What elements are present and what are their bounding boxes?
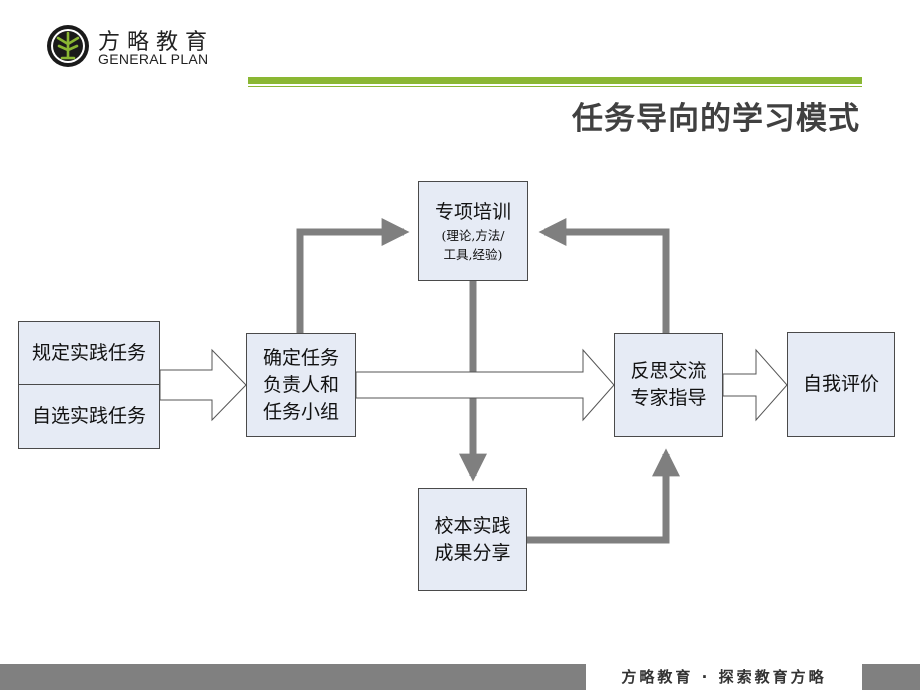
brand-logo: 方略教育 GENERAL PLAN: [46, 22, 246, 72]
node-confirm-team-label: 确定任务 负责人和 任务小组: [262, 346, 339, 423]
header-rule: [248, 77, 862, 84]
node-task-chosen: 自选实践任务: [18, 384, 160, 449]
block-arrow-tasks-to-confirm: [159, 348, 247, 422]
header-rule-thin: [248, 86, 862, 87]
node-share-label: 校本实践 成果分享: [434, 514, 511, 564]
brand-name-en: GENERAL PLAN: [98, 51, 209, 67]
brand-emblem-icon: [47, 25, 89, 67]
footer-slogan: 方略教育 · 探索教育方略: [586, 664, 862, 690]
node-task-defined: 规定实践任务: [18, 321, 160, 385]
arrow-confirm-to-training: [296, 218, 410, 333]
node-share: 校本实践 成果分享: [418, 488, 527, 591]
slide-title: 任务导向的学习模式: [572, 101, 860, 137]
node-training: 专项培训 (理论,方法/ 工具,经验): [418, 181, 528, 281]
node-reflect-label: 反思交流 专家指导: [630, 360, 707, 409]
node-self-evaluation: 自我评价: [787, 332, 895, 437]
footer-bar-end: [862, 664, 920, 690]
block-arrow-confirm-to-reflect: [355, 348, 615, 422]
node-self-evaluation-label: 自我评价: [802, 373, 879, 395]
node-training-label: 专项培训: [434, 200, 511, 223]
node-task-defined-label: 规定实践任务: [31, 341, 146, 364]
node-reflect: 反思交流 专家指导: [614, 333, 723, 437]
node-training-sublabel: (理论,方法/ 工具,经验): [441, 227, 505, 262]
node-task-chosen-label: 自选实践任务: [31, 405, 146, 427]
arrow-share-to-reflect: [527, 448, 680, 544]
brand-name-cn: 方略教育: [98, 30, 215, 55]
block-arrow-reflect-to-evaluation: [722, 348, 788, 422]
node-confirm-team: 确定任务 负责人和 任务小组: [246, 333, 356, 437]
arrow-reflect-to-training: [538, 218, 670, 333]
